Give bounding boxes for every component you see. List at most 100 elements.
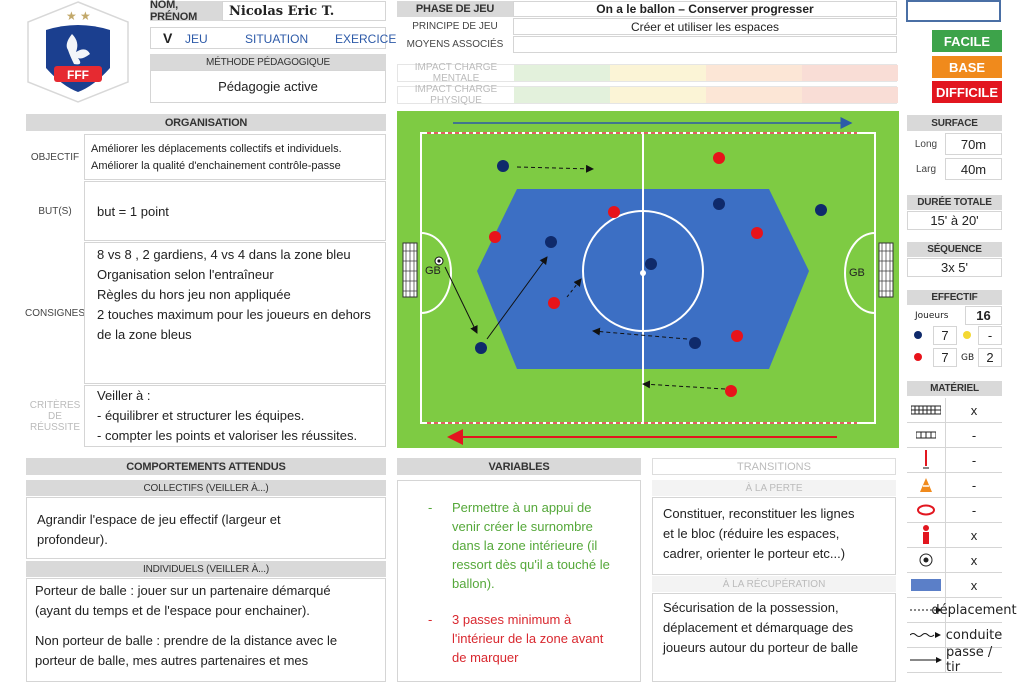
long-field[interactable]: 70m [945, 133, 1002, 155]
materiel-value[interactable]: x [945, 523, 1002, 547]
check-mark: V [163, 30, 173, 46]
ring-icon [907, 498, 944, 522]
yellow-player-icon [963, 331, 971, 339]
gb-label: GB [961, 353, 975, 363]
comportements-title: COMPORTEMENTS ATTENDUS [26, 458, 386, 475]
yellow-count-field[interactable]: - [978, 326, 1002, 345]
phase-label: PHASE DE JEU [397, 1, 513, 17]
fff-logo: ★ ★ FFF [24, 0, 132, 104]
materiel-value[interactable]: x [945, 398, 1002, 422]
legend-deplacement-label: déplacement [931, 598, 1017, 622]
solid-arrow-icon [907, 648, 944, 672]
recup-label: À LA RÉCUPÉRATION [652, 576, 896, 592]
materiel-value[interactable]: - [945, 498, 1002, 522]
variable-bullet: - [428, 612, 433, 627]
materiel-value[interactable]: - [945, 448, 1002, 472]
collectifs-field[interactable]: Agrandir l'espace de jeu effectif (large… [26, 497, 386, 559]
type-jeu-option[interactable]: JEU [185, 32, 208, 46]
variables-field[interactable]: - Permettre à un appui de venir créer le… [397, 480, 641, 682]
level-difficile-button[interactable]: DIFFICILE [932, 81, 1002, 103]
materiel-row-cone: - [907, 473, 1002, 498]
logo-text: FFF [67, 68, 89, 82]
collectifs-label: COLLECTIFS (VEILLER À...) [26, 480, 386, 496]
criteres-field[interactable]: Veiller à : - équilibrer et structurer l… [84, 385, 386, 447]
materiel-row-ball: x [907, 548, 1002, 573]
impact-mental-bar[interactable]: IMPACT CHARGE MENTALE [397, 62, 898, 84]
level-base-button[interactable]: BASE [932, 56, 1002, 78]
principe-field[interactable]: Créer et utiliser les espaces [513, 18, 897, 35]
effectif-table: Joueurs 16 7 - 7 GB 2 [907, 306, 1002, 368]
recup-field[interactable]: Sécurisation de la possession, déplaceme… [652, 593, 896, 682]
top-right-box[interactable] [906, 0, 1001, 22]
impact-mental-label: IMPACT CHARGE MENTALE [414, 62, 498, 84]
materiel-row-pole: - [907, 448, 1002, 473]
method-field[interactable]: Pédagogie active [150, 70, 386, 103]
materiel-value[interactable]: - [945, 423, 1002, 447]
legend-row-passe: passe / tir [907, 645, 1002, 675]
criteres-label: CRITÈRES DE RÉUSSITE [29, 399, 81, 433]
joueurs-field[interactable]: 16 [965, 306, 1002, 325]
buts-field[interactable]: but = 1 point [84, 181, 386, 241]
cone-icon [907, 473, 944, 497]
blue-count-field[interactable]: 7 [933, 326, 957, 345]
gb-count-field[interactable]: 2 [978, 348, 1002, 367]
duree-field[interactable]: 15' à 20' [907, 211, 1002, 230]
pitch-diagram: GB GB [397, 111, 899, 448]
variable-1: Permettre à un appui de venir créer le s… [452, 500, 610, 591]
red-count-field[interactable]: 7 [933, 348, 957, 367]
joueurs-label: Joueurs [915, 311, 949, 321]
pole-icon [907, 448, 944, 472]
legend-row-deplacement: déplacement [907, 598, 1017, 623]
blue-player-icon [914, 331, 922, 339]
perte-field[interactable]: Constituer, reconstituer les lignes et l… [652, 497, 896, 575]
materiel-value[interactable]: - [945, 473, 1002, 497]
level-facile-button[interactable]: FACILE [932, 30, 1002, 52]
wavy-arrow-icon [907, 623, 944, 647]
organisation-title: ORGANISATION [26, 114, 386, 131]
materiel-value[interactable]: x [945, 573, 1002, 597]
duree-label: DURÉE TOTALE [907, 195, 1002, 210]
type-situation-option[interactable]: SITUATION [245, 32, 309, 46]
buts-label: BUT(S) [38, 205, 72, 217]
larg-field[interactable]: 40m [945, 158, 1002, 180]
long-label: Long [914, 138, 938, 150]
variable-2: 3 passes minimum à l'intérieur de la zon… [452, 612, 604, 665]
impact-physique-label: IMPACT CHARGE PHYSIQUE [414, 84, 498, 106]
materiel-row-large-goal: x [907, 398, 1002, 423]
consignes-field[interactable]: 8 vs 8 , 2 gardiens, 4 vs 4 dans la zone… [84, 242, 386, 384]
type-selector: V JEU SITUATION EXERCICE [150, 27, 396, 49]
objectif-label: OBJECTIF [30, 151, 80, 163]
name-label: NOM, PRÉNOM [150, 0, 222, 23]
materiel-row-ring: - [907, 498, 1002, 523]
phase-field[interactable]: On a le ballon – Conserver progresser [513, 1, 897, 17]
dashed-arrow-icon [907, 598, 944, 622]
moyens-label: MOYENS ASSOCIÉS [406, 38, 504, 50]
impact-physique-bar[interactable]: IMPACT CHARGE PHYSIQUE [397, 84, 898, 106]
consignes-label: CONSIGNES [25, 307, 86, 319]
individuels-field[interactable]: Porteur de balle : jouer sur un partenai… [26, 578, 386, 682]
materiel-row-small-goal: - [907, 423, 1002, 448]
principe-label: PRINCIPE DE JEU [412, 20, 498, 32]
legend-conduite-label: conduite [945, 623, 1002, 647]
materiel-value[interactable]: x [945, 548, 1002, 572]
materiel-row-dummy: x [907, 523, 1002, 548]
large-goal-icon [907, 398, 944, 422]
gb-left-label: GB [425, 265, 441, 277]
perte-label: À LA PERTE [652, 480, 896, 496]
variable-bullet: - [428, 500, 433, 515]
sequence-field[interactable]: 3x 5' [907, 258, 1002, 277]
effectif-label: EFFECTIF [907, 290, 1002, 305]
sequence-label: SÉQUENCE [907, 242, 1002, 257]
red-player-icon [914, 353, 922, 361]
moyens-field[interactable] [513, 36, 897, 53]
type-exercice-option[interactable]: EXERCICE [335, 32, 397, 46]
ball-icon [907, 548, 944, 572]
svg-text:★: ★ [80, 9, 91, 23]
name-field[interactable]: Nicolas Eric T. [222, 1, 386, 21]
individuels-label: INDIVIDUELS (VEILLER À...) [26, 561, 386, 577]
small-goal-icon [907, 423, 944, 447]
larg-label: Larg [915, 163, 936, 175]
objectif-field[interactable]: Améliorer les déplacements collectifs et… [84, 134, 386, 180]
svg-text:★: ★ [66, 9, 77, 23]
method-label: MÉTHODE PÉDAGOGIQUE [150, 54, 386, 70]
